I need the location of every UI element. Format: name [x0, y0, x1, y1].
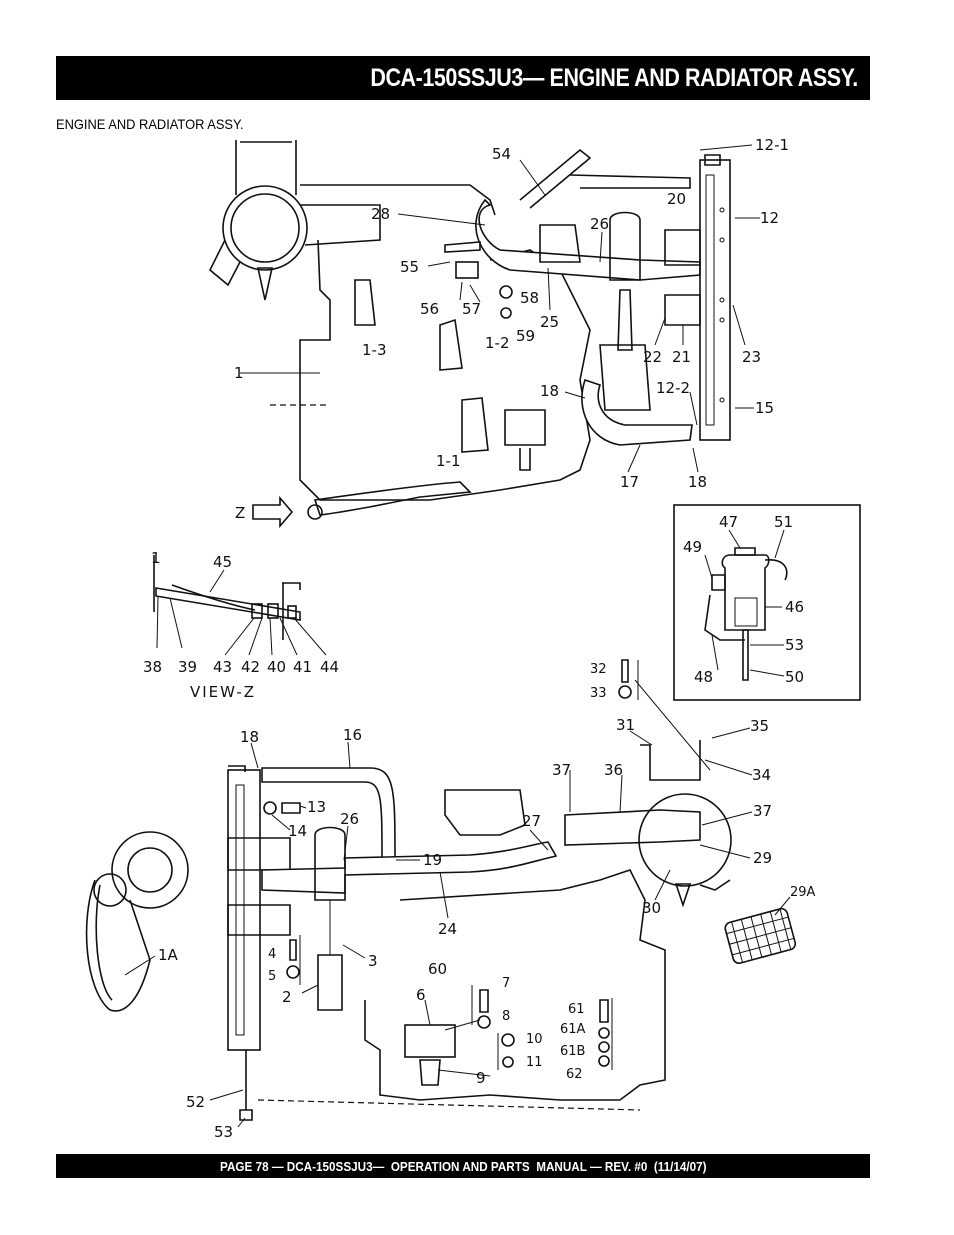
callout-58: 58 — [520, 289, 539, 307]
fuel-filter-inset — [673, 504, 861, 701]
callout-15: 15 — [755, 399, 774, 417]
callout-1: 1 — [234, 364, 244, 382]
callout-43: 43 — [213, 658, 232, 676]
callout-24: 24 — [438, 920, 457, 938]
callout-27: 27 — [522, 812, 541, 830]
callout-48: 48 — [694, 668, 713, 686]
bottom-engine-view — [85, 659, 797, 1128]
page-title-bar: DCA-150SSJU3— ENGINE AND RADIATOR ASSY. — [56, 56, 870, 100]
view-z-label: VIEW-Z — [190, 683, 256, 701]
callout-62: 62 — [566, 1067, 583, 1082]
section-label: ENGINE AND RADIATOR ASSY. — [56, 116, 244, 132]
callout-14: 14 — [288, 822, 307, 840]
callout-11: 11 — [526, 1055, 543, 1070]
callout-37-top: 37 — [552, 761, 571, 779]
callout-16: 16 — [343, 726, 362, 744]
callout-20: 20 — [667, 190, 686, 208]
callout-52: 52 — [186, 1093, 205, 1111]
callout-19: 19 — [423, 851, 442, 869]
callout-3: 3 — [368, 952, 378, 970]
callout-18-lower: 18 — [688, 473, 707, 491]
callout-46: 46 — [785, 598, 804, 616]
callout-1-1: 1-1 — [436, 452, 461, 470]
callout-31: 31 — [616, 716, 635, 734]
callout-10: 10 — [526, 1032, 543, 1047]
page-footer-bar: PAGE 78 — DCA-150SSJU3— OPERATION AND PA… — [56, 1154, 870, 1178]
callout-4: 4 — [268, 947, 276, 962]
callout-39: 39 — [178, 658, 197, 676]
callout-12-2: 12-2 — [656, 379, 690, 397]
callout-17: 17 — [620, 473, 639, 491]
callout-35: 35 — [750, 717, 769, 735]
view-z-detail — [153, 555, 327, 656]
callout-40: 40 — [267, 658, 286, 676]
callout-28: 28 — [371, 205, 390, 223]
callout-23: 23 — [742, 348, 761, 366]
callout-42: 42 — [241, 658, 260, 676]
callout-13: 13 — [307, 798, 326, 816]
callout-38: 38 — [143, 658, 162, 676]
callout-61b: 61B — [560, 1044, 585, 1059]
callout-41: 41 — [293, 658, 312, 676]
callout-1-2: 1-2 — [485, 334, 510, 352]
callout-36: 36 — [604, 761, 623, 779]
callout-45: 45 — [213, 553, 232, 571]
z-label: Z — [235, 504, 245, 522]
callout-61a: 61A — [560, 1022, 586, 1037]
callout-49: 49 — [683, 538, 702, 556]
callout-30: 30 — [642, 899, 661, 917]
callout-54: 54 — [492, 145, 511, 163]
callout-50: 50 — [785, 668, 804, 686]
callout-5: 5 — [268, 969, 276, 984]
callout-12: 12 — [760, 209, 779, 227]
top-engine-view — [209, 140, 760, 529]
callout-8: 8 — [502, 1009, 510, 1024]
callout-29: 29 — [753, 849, 772, 867]
callout-32: 32 — [590, 662, 607, 677]
callout-37-right: 37 — [753, 802, 772, 820]
callout-33: 33 — [590, 686, 607, 701]
callout-47: 47 — [719, 513, 738, 531]
callout-26: 26 — [590, 215, 609, 233]
callout-1-3: 1-3 — [362, 341, 387, 359]
callout-22: 22 — [643, 348, 662, 366]
callout-51: 51 — [774, 513, 793, 531]
callout-56: 56 — [420, 300, 439, 318]
callout-57: 57 — [462, 300, 481, 318]
page-title: DCA-150SSJU3— ENGINE AND RADIATOR ASSY. — [370, 63, 859, 92]
callout-1a: 1A — [158, 946, 179, 964]
callout-53-bottom: 53 — [214, 1123, 233, 1141]
callout-18: 18 — [540, 382, 559, 400]
callout-29a: 29A — [790, 885, 816, 900]
callout-34: 34 — [752, 766, 771, 784]
callout-1-viewz: 1 — [151, 549, 161, 567]
callout-2: 2 — [282, 988, 292, 1006]
callout-53: 53 — [785, 636, 804, 654]
callout-7: 7 — [502, 976, 510, 991]
callout-21: 21 — [672, 348, 691, 366]
callout-61: 61 — [568, 1002, 585, 1017]
callout-59: 59 — [516, 327, 535, 345]
callout-12-1: 12-1 — [755, 136, 789, 154]
page-footer: PAGE 78 — DCA-150SSJU3— OPERATION AND PA… — [219, 1158, 707, 1174]
callout-9: 9 — [476, 1069, 486, 1087]
callout-18-bottom: 18 — [240, 728, 259, 746]
callout-26-bottom: 26 — [340, 810, 359, 828]
callout-55: 55 — [400, 258, 419, 276]
callout-25: 25 — [540, 313, 559, 331]
callout-6: 6 — [416, 986, 426, 1004]
callout-60: 60 — [428, 960, 447, 978]
callout-44: 44 — [320, 658, 339, 676]
